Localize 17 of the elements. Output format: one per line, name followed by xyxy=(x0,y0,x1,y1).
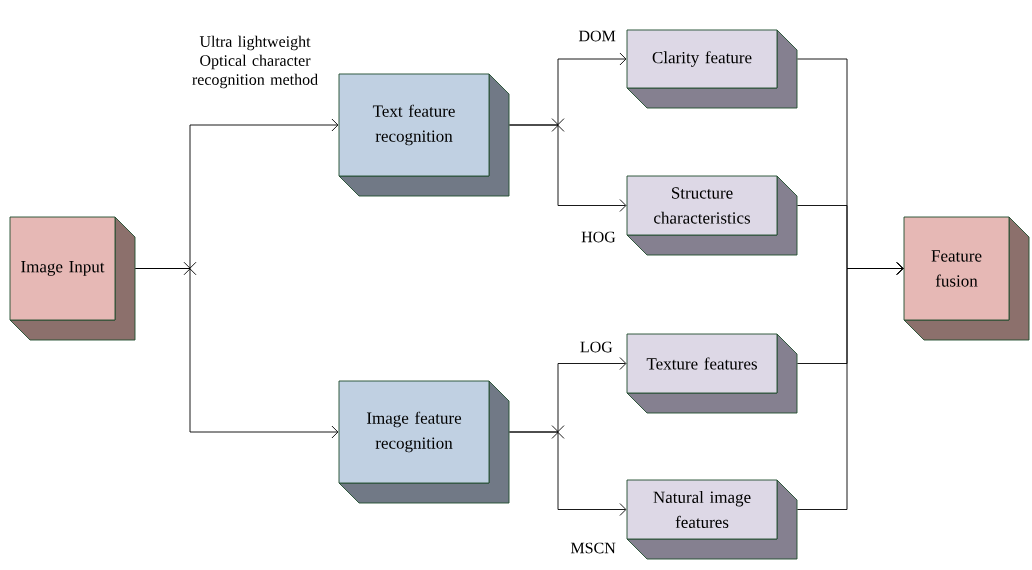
edge-label: LOG xyxy=(580,341,613,353)
box3d: Clarity feature xyxy=(626,29,798,109)
box3d: Natural image features xyxy=(626,479,798,560)
box3d: Image feature recognition xyxy=(338,380,510,504)
connector-arrow xyxy=(509,425,627,516)
edge-label: Ultra lightweight Optical character recognition method xyxy=(192,35,318,89)
connector-arrow xyxy=(797,262,904,510)
box3d: Texture features xyxy=(626,333,798,414)
box3d: Text feature recognition xyxy=(338,73,510,197)
connector-arrow xyxy=(135,261,339,439)
connector-arrow xyxy=(509,118,627,212)
box3d: Image Input xyxy=(9,216,136,341)
box3d: Structure characteristics xyxy=(626,175,798,256)
edge-label: DOM xyxy=(578,30,616,42)
edge-label: HOG xyxy=(581,231,616,243)
edge-label: MSCN xyxy=(570,542,616,554)
box3d: Feature fusion xyxy=(903,216,1030,341)
